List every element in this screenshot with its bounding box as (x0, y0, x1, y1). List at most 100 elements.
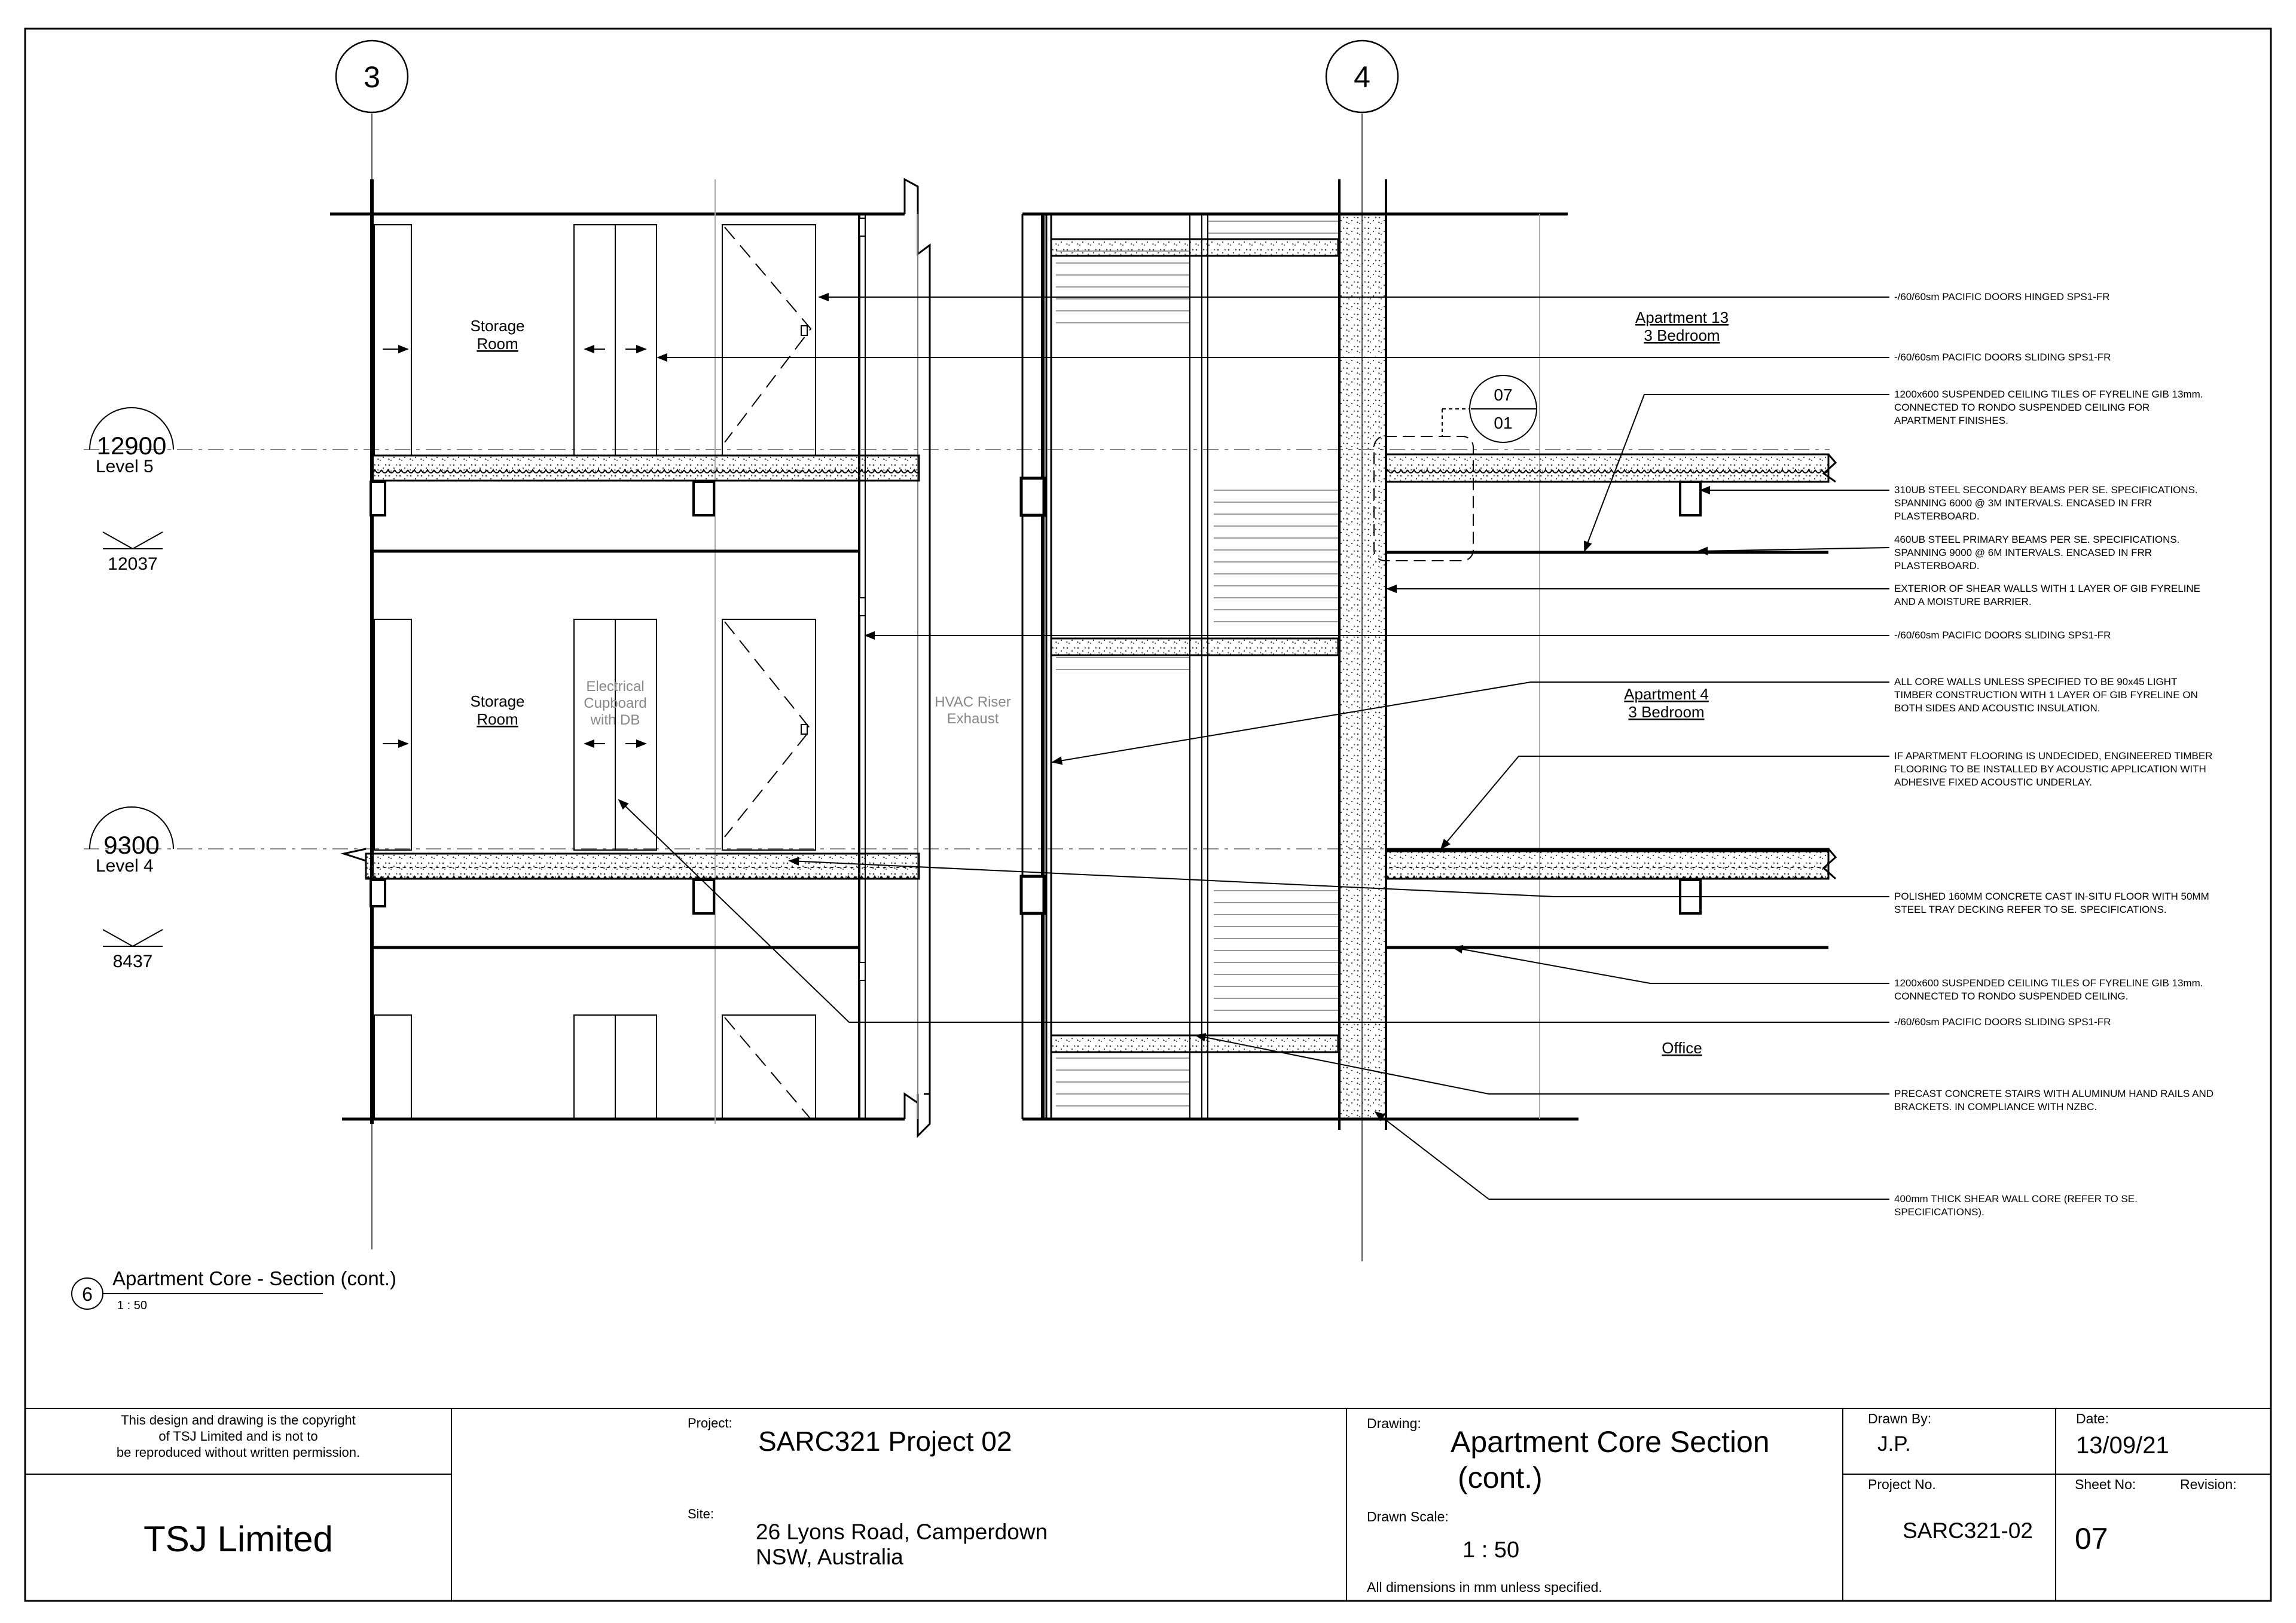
note-3: 1200x600 SUSPENDED CEILING TILES OF FYRE… (1894, 389, 2203, 426)
drawn-by: J.P. (1877, 1432, 1911, 1456)
svg-text:IF APARTMENT FLOORING IS UNDEC: IF APARTMENT FLOORING IS UNDECIDED, ENGI… (1894, 750, 2212, 762)
note-10: POLISHED 160MM CONCRETE CAST IN-SITU FLO… (1894, 891, 2209, 915)
note-1: -/60/60sm PACIFIC DOORS HINGED SPS1-FR (1894, 291, 2110, 302)
drawing-title: Apartment Core Section (cont.) (1451, 1425, 1770, 1494)
svg-text:BRACKETS. IN COMPLIANCE WITH N: BRACKETS. IN COMPLIANCE WITH NZBC. (1894, 1101, 2097, 1112)
svg-text:400mm THICK SHEAR WALL CORE (R: 400mm THICK SHEAR WALL CORE (REFER TO SE… (1894, 1193, 2138, 1205)
apartment-section (1373, 214, 1837, 1119)
note-13: PRECAST CONCRETE STAIRS WITH ALUMINUM HA… (1894, 1088, 2213, 1112)
note-14: 400mm THICK SHEAR WALL CORE (REFER TO SE… (1894, 1193, 2138, 1218)
svg-text:EXTERIOR OF SHEAR WALLS WITH 1: EXTERIOR OF SHEAR WALLS WITH 1 LAYER OF … (1894, 583, 2200, 594)
svg-text:SPANNING 6000 @ 3M INTERVALS.: SPANNING 6000 @ 3M INTERVALS. ENCASED IN… (1894, 497, 2152, 509)
note-7: -/60/60sm PACIFIC DOORS SLIDING SPS1-FR (1894, 629, 2111, 641)
left-core-section (330, 178, 931, 1138)
date: 13/09/21 (2076, 1432, 2169, 1459)
sheet-no: 07 (2075, 1522, 2108, 1555)
svg-text:CONNECTED TO RONDO SUSPENDED C: CONNECTED TO RONDO SUSPENDED CEILING FOR (1894, 402, 2150, 413)
note-11: 1200x600 SUSPENDED CEILING TILES OF FYRE… (1894, 977, 2203, 1002)
svg-text:Apartment 13: Apartment 13 (1635, 308, 1729, 326)
room-storage-upper: Storage Room (470, 317, 524, 353)
svg-text:ALL CORE WALLS UNLESS SPECIFIE: ALL CORE WALLS UNLESS SPECIFIED TO BE 90… (1894, 676, 2177, 687)
svg-text:AND A MOISTURE BARRIER.: AND A MOISTURE BARRIER. (1894, 596, 2032, 607)
svg-text:PLASTERBOARD.: PLASTERBOARD. (1894, 511, 1980, 522)
view-scale: 1 : 50 (117, 1299, 147, 1312)
sheet-border (24, 27, 2272, 1602)
level-4-name: Level 4 (96, 856, 154, 876)
drawn-by-label: Drawn By: (1868, 1411, 1932, 1426)
svg-text:Storage: Storage (470, 692, 524, 710)
level-5-ceiling: 12037 (108, 554, 157, 574)
room-electrical-cupboard: Electrical Cupboard with DB (584, 678, 646, 728)
svg-text:PLASTERBOARD.: PLASTERBOARD. (1894, 560, 1980, 571)
note-6: EXTERIOR OF SHEAR WALLS WITH 1 LAYER OF … (1894, 583, 2200, 607)
svg-text:-/60/60sm PACIFIC DOORS SLIDIN: -/60/60sm PACIFIC DOORS SLIDING SPS1-FR (1894, 629, 2111, 641)
drawing-label: Drawing: (1367, 1416, 1421, 1431)
svg-text:BOTH SIDES AND ACOUSTIC INSULA: BOTH SIDES AND ACOUSTIC INSULATION. (1894, 702, 2100, 714)
svg-text:310UB STEEL SECONDARY BEAMS PE: 310UB STEEL SECONDARY BEAMS PER SE. SPEC… (1894, 484, 2198, 496)
view-title: 6 Apartment Core - Section (cont.) 1 : 5… (71, 1267, 396, 1312)
svg-text:ADHESIVE FIXED ACOUSTIC UNDERL: ADHESIVE FIXED ACOUSTIC UNDERLAY. (1894, 777, 2092, 788)
date-label: Date: (2076, 1411, 2109, 1426)
svg-text:Cupboard: Cupboard (584, 695, 646, 711)
svg-text:SPECIFICATIONS).: SPECIFICATIONS). (1894, 1206, 1984, 1218)
level-4-value: 9300 (103, 831, 159, 859)
note-2: -/60/60sm PACIFIC DOORS SLIDING SPS1-FR (1894, 352, 2111, 363)
svg-text:-/60/60sm PACIFIC DOORS SLIDIN: -/60/60sm PACIFIC DOORS SLIDING SPS1-FR (1894, 352, 2111, 363)
scale-label: Drawn Scale: (1367, 1509, 1449, 1524)
sheet-no-label: Sheet No: (2075, 1477, 2136, 1492)
site-label: Site: (688, 1506, 715, 1521)
annotation-notes: -/60/60sm PACIFIC DOORS HINGED SPS1-FR -… (1894, 291, 2213, 1218)
svg-text:Room: Room (477, 710, 518, 728)
level-5-marker: 12900 Level 5 12037 (89, 407, 174, 574)
svg-text:01: 01 (1494, 414, 1512, 432)
company-name: TSJ Limited (144, 1519, 333, 1559)
svg-text:POLISHED 160MM CONCRETE CAST I: POLISHED 160MM CONCRETE CAST IN-SITU FLO… (1894, 891, 2209, 902)
note-5: 460UB STEEL PRIMARY BEAMS PER SE. SPECIF… (1894, 534, 2179, 571)
grid-label-4: 4 (1354, 60, 1370, 94)
svg-text:1200x600 SUSPENDED CEILING TIL: 1200x600 SUSPENDED CEILING TILES OF FYRE… (1894, 389, 2203, 400)
title-block (25, 1408, 2271, 1601)
project-name: SARC321 Project 02 (758, 1426, 1012, 1457)
svg-text:FLOORING TO BE INSTALLED BY AC: FLOORING TO BE INSTALLED BY ACOUSTIC APP… (1894, 763, 2206, 775)
svg-text:STEEL TRAY DECKING REFER TO SE: STEEL TRAY DECKING REFER TO SE. SPECIFIC… (1894, 904, 2167, 915)
project-label: Project: (688, 1416, 732, 1431)
grid-line-4: 4 (1325, 39, 1399, 1261)
dimensions-note: All dimensions in mm unless specified. (1367, 1579, 1602, 1595)
note-9: IF APARTMENT FLOORING IS UNDECIDED, ENGI… (1894, 750, 2212, 788)
svg-text:-/60/60sm PACIFIC DOORS SLIDIN: -/60/60sm PACIFIC DOORS SLIDING SPS1-FR (1894, 1016, 2111, 1028)
detail-callout-07-01: 07 01 (1442, 375, 1537, 443)
shear-wall (1338, 213, 1387, 1120)
svg-text:07: 07 (1494, 386, 1512, 404)
project-no-label: Project No. (1868, 1477, 1936, 1492)
level-4-ceiling: 8437 (113, 952, 153, 971)
note-4: 310UB STEEL SECONDARY BEAMS PER SE. SPEC… (1894, 484, 2198, 522)
revision-label: Revision: (2180, 1477, 2237, 1492)
room-apartment-4: Apartment 4 3 Bedroom (1624, 685, 1709, 721)
room-storage-lower: Storage Room (470, 692, 524, 728)
svg-text:TIMBER CONSTRUCTION WITH 1 LAY: TIMBER CONSTRUCTION WITH 1 LAYER OF GIB … (1894, 689, 2198, 701)
svg-text:SPANNING 9000 @ 6M INTERVALS.: SPANNING 9000 @ 6M INTERVALS. ENCASED IN… (1894, 547, 2152, 558)
level-4-marker: 9300 Level 4 8437 (89, 806, 174, 971)
note-8: ALL CORE WALLS UNLESS SPECIFIED TO BE 90… (1894, 676, 2198, 714)
level-5-name: Level 5 (96, 457, 154, 476)
svg-text:PRECAST CONCRETE STAIRS WITH A: PRECAST CONCRETE STAIRS WITH ALUMINUM HA… (1894, 1088, 2213, 1099)
svg-text:3 Bedroom: 3 Bedroom (1644, 326, 1720, 344)
svg-text:460UB STEEL PRIMARY BEAMS PER: 460UB STEEL PRIMARY BEAMS PER SE. SPECIF… (1894, 534, 2179, 545)
room-apartment-13: Apartment 13 3 Bedroom (1635, 308, 1729, 344)
project-no: SARC321-02 (1903, 1518, 2034, 1543)
grid-label-3: 3 (364, 60, 380, 94)
svg-text:HVAC Riser: HVAC Riser (935, 694, 1011, 710)
view-title-text: Apartment Core - Section (cont.) (112, 1267, 396, 1289)
svg-text:Storage: Storage (470, 317, 524, 335)
room-office: Office (1662, 1039, 1702, 1057)
svg-text:CONNECTED TO RONDO SUSPENDED C: CONNECTED TO RONDO SUSPENDED CEILING. (1894, 991, 2128, 1002)
svg-text:with DB: with DB (590, 712, 640, 728)
svg-text:Exhaust: Exhaust (947, 711, 999, 727)
svg-text:-/60/60sm PACIFIC DOORS HINGED: -/60/60sm PACIFIC DOORS HINGED SPS1-FR (1894, 291, 2110, 302)
level-5-value: 12900 (97, 432, 167, 460)
svg-text:1200x600 SUSPENDED CEILING TIL: 1200x600 SUSPENDED CEILING TILES OF FYRE… (1894, 977, 2203, 989)
leader-lines (618, 292, 1890, 1200)
note-12: -/60/60sm PACIFIC DOORS SLIDING SPS1-FR (1894, 1016, 2111, 1028)
drawing-scale: 1 : 50 (1463, 1538, 1520, 1563)
